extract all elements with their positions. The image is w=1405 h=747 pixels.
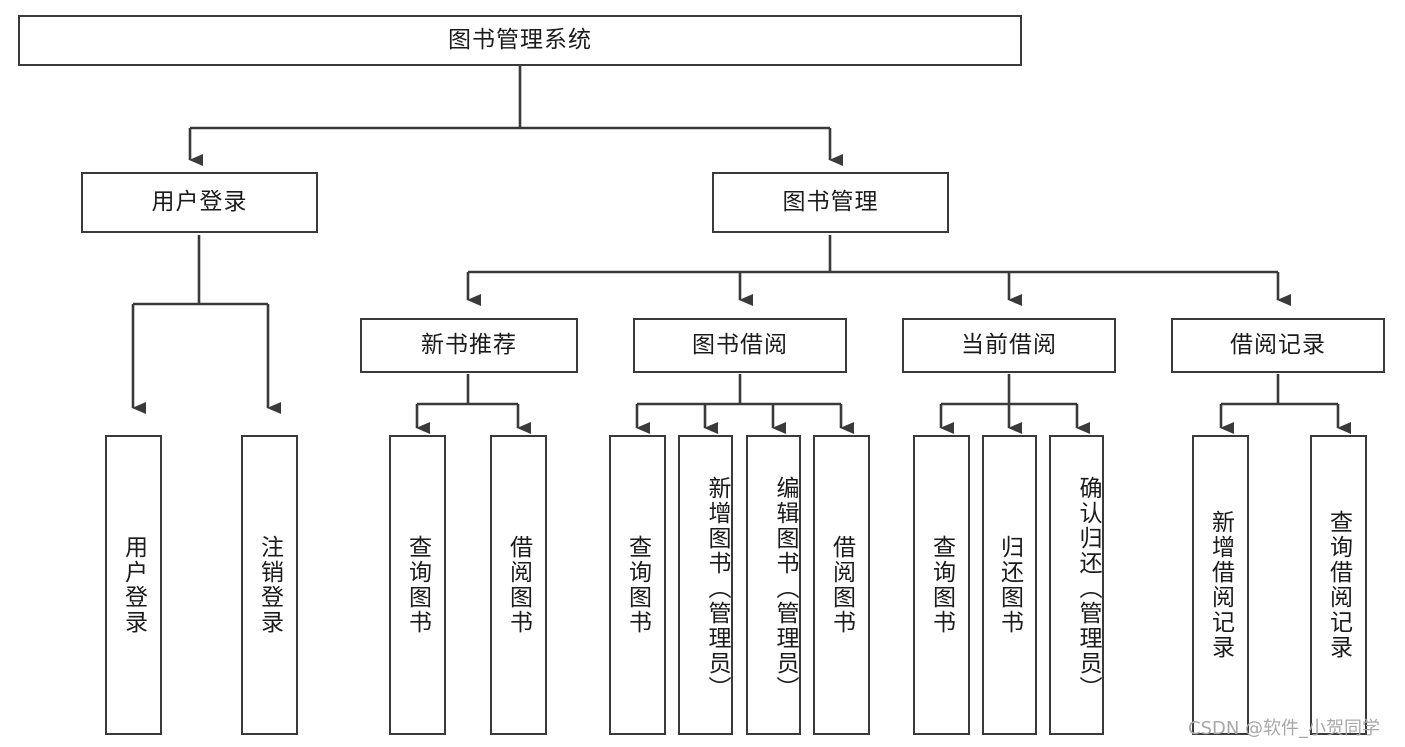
leaf-record-query-borrow-record[interactable]: 查询借阅记录 xyxy=(1310,435,1367,735)
node-current-borrow[interactable]: 当前借阅 xyxy=(902,318,1116,373)
leaf-borrow-query-book[interactable]: 查询图书 xyxy=(609,435,666,735)
node-label: 用户登录 xyxy=(151,188,248,215)
node-label: 确认归还（管理员） xyxy=(1075,475,1101,701)
leaf-newbook-borrow-book[interactable]: 借阅图书 xyxy=(490,435,547,735)
node-label: 图书管理 xyxy=(782,188,879,215)
leaf-borrow-edit-book-admin[interactable]: 编辑图书（管理员） xyxy=(746,435,801,735)
node-book-borrow[interactable]: 图书借阅 xyxy=(633,318,847,373)
node-user-login[interactable]: 用户登录 xyxy=(81,172,318,233)
node-label: 用户登录 xyxy=(120,535,147,635)
node-new-book-recommend[interactable]: 新书推荐 xyxy=(360,318,578,373)
node-label: 查询图书 xyxy=(404,535,431,635)
node-book-management[interactable]: 图书管理 xyxy=(712,172,949,233)
leaf-logout[interactable]: 注销登录 xyxy=(241,435,298,735)
node-label: 新书推荐 xyxy=(421,331,517,358)
leaf-newbook-query-book[interactable]: 查询图书 xyxy=(389,435,446,735)
leaf-borrow-borrow-book[interactable]: 借阅图书 xyxy=(813,435,870,735)
node-label: 新增借阅记录 xyxy=(1207,510,1234,660)
node-root-book-management-system[interactable]: 图书管理系统 xyxy=(18,15,1022,66)
node-label: 当前借阅 xyxy=(961,331,1057,358)
node-label: 借阅图书 xyxy=(505,535,532,635)
node-label: 编辑图书（管理员） xyxy=(772,475,798,701)
csdn-watermark: CSDN @软件_小贺同学 xyxy=(1188,718,1381,739)
node-label: 新增图书（管理员） xyxy=(704,475,730,701)
node-label: 查询图书 xyxy=(928,535,955,635)
leaf-user-login[interactable]: 用户登录 xyxy=(105,435,162,735)
leaf-borrow-add-book-admin[interactable]: 新增图书（管理员） xyxy=(678,435,733,735)
node-label: 图书借阅 xyxy=(692,331,788,358)
node-label: 图书管理系统 xyxy=(448,26,592,53)
node-borrow-record[interactable]: 借阅记录 xyxy=(1171,318,1385,373)
node-label: 归还图书 xyxy=(996,535,1023,635)
node-label: 借阅记录 xyxy=(1230,331,1326,358)
node-label: 借阅图书 xyxy=(828,535,855,635)
leaf-record-add-borrow-record[interactable]: 新增借阅记录 xyxy=(1192,435,1249,735)
leaf-current-return-book[interactable]: 归还图书 xyxy=(982,435,1037,735)
leaf-current-query-book[interactable]: 查询图书 xyxy=(913,435,970,735)
leaf-current-confirm-return-admin[interactable]: 确认归还（管理员） xyxy=(1049,435,1104,735)
node-label: 查询借阅记录 xyxy=(1325,510,1352,660)
node-label: 查询图书 xyxy=(624,535,651,635)
node-label: 注销登录 xyxy=(256,535,283,635)
